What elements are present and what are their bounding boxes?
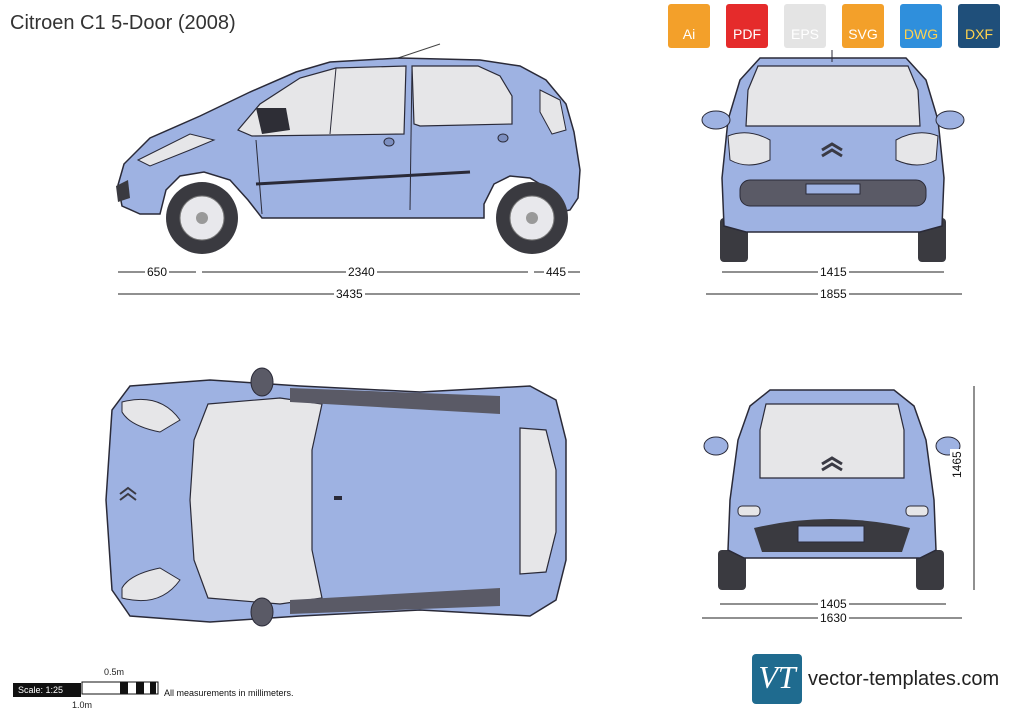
format-pdf-button[interactable]: PDF [724,4,770,48]
format-label: DXF [965,26,993,42]
format-dwg-button[interactable]: DWG [898,4,944,48]
drawing-title: Citroen C1 5-Door (2008) [10,12,236,34]
svg-file-icon [842,4,884,48]
side-view [116,43,581,254]
dim-body-width: 1630 [818,611,849,625]
dim-front-track: 1415 [818,265,849,279]
format-dxf-button[interactable]: DXF [956,4,1002,48]
scale-bar [81,681,159,695]
dxf-file-icon [958,4,1000,48]
front-view [701,50,965,262]
format-label: PDF [733,26,761,42]
format-svg-button[interactable]: SVG [840,4,886,48]
scale-half-label: 0.5m [104,667,125,677]
dim-rear-overhang: 445 [544,265,569,279]
vt-logo-icon[interactable]: VT [752,654,802,704]
format-label: SVG [848,26,878,42]
top-view [105,367,567,627]
eps-file-icon [784,4,826,48]
format-label: EPS [790,26,819,42]
format-ai-button[interactable]: Ai [666,4,712,48]
rear-view [703,389,961,590]
dim-wheelbase: 2340 [346,265,377,279]
dim-height: 1465 [950,449,964,480]
dim-length: 3435 [334,287,365,301]
pdf-file-icon [726,4,768,48]
vt-logo-text: VT [758,659,796,695]
scale-label: Scale: 1:25 [13,683,81,697]
format-label: Ai [682,26,696,42]
format-label: DWG [903,26,939,42]
dim-rear-track: 1405 [818,597,849,611]
scale-one-label: 1.0m [72,700,93,710]
ai-file-icon [668,4,710,48]
dwg-file-icon [900,4,942,48]
dim-front-overhang: 650 [145,265,170,279]
site-link[interactable]: vector-templates.com [808,668,1000,690]
format-eps-button[interactable]: EPS [782,4,828,48]
dim-width: 1855 [818,287,849,301]
units-note: All measurements in millimeters. [164,688,294,698]
